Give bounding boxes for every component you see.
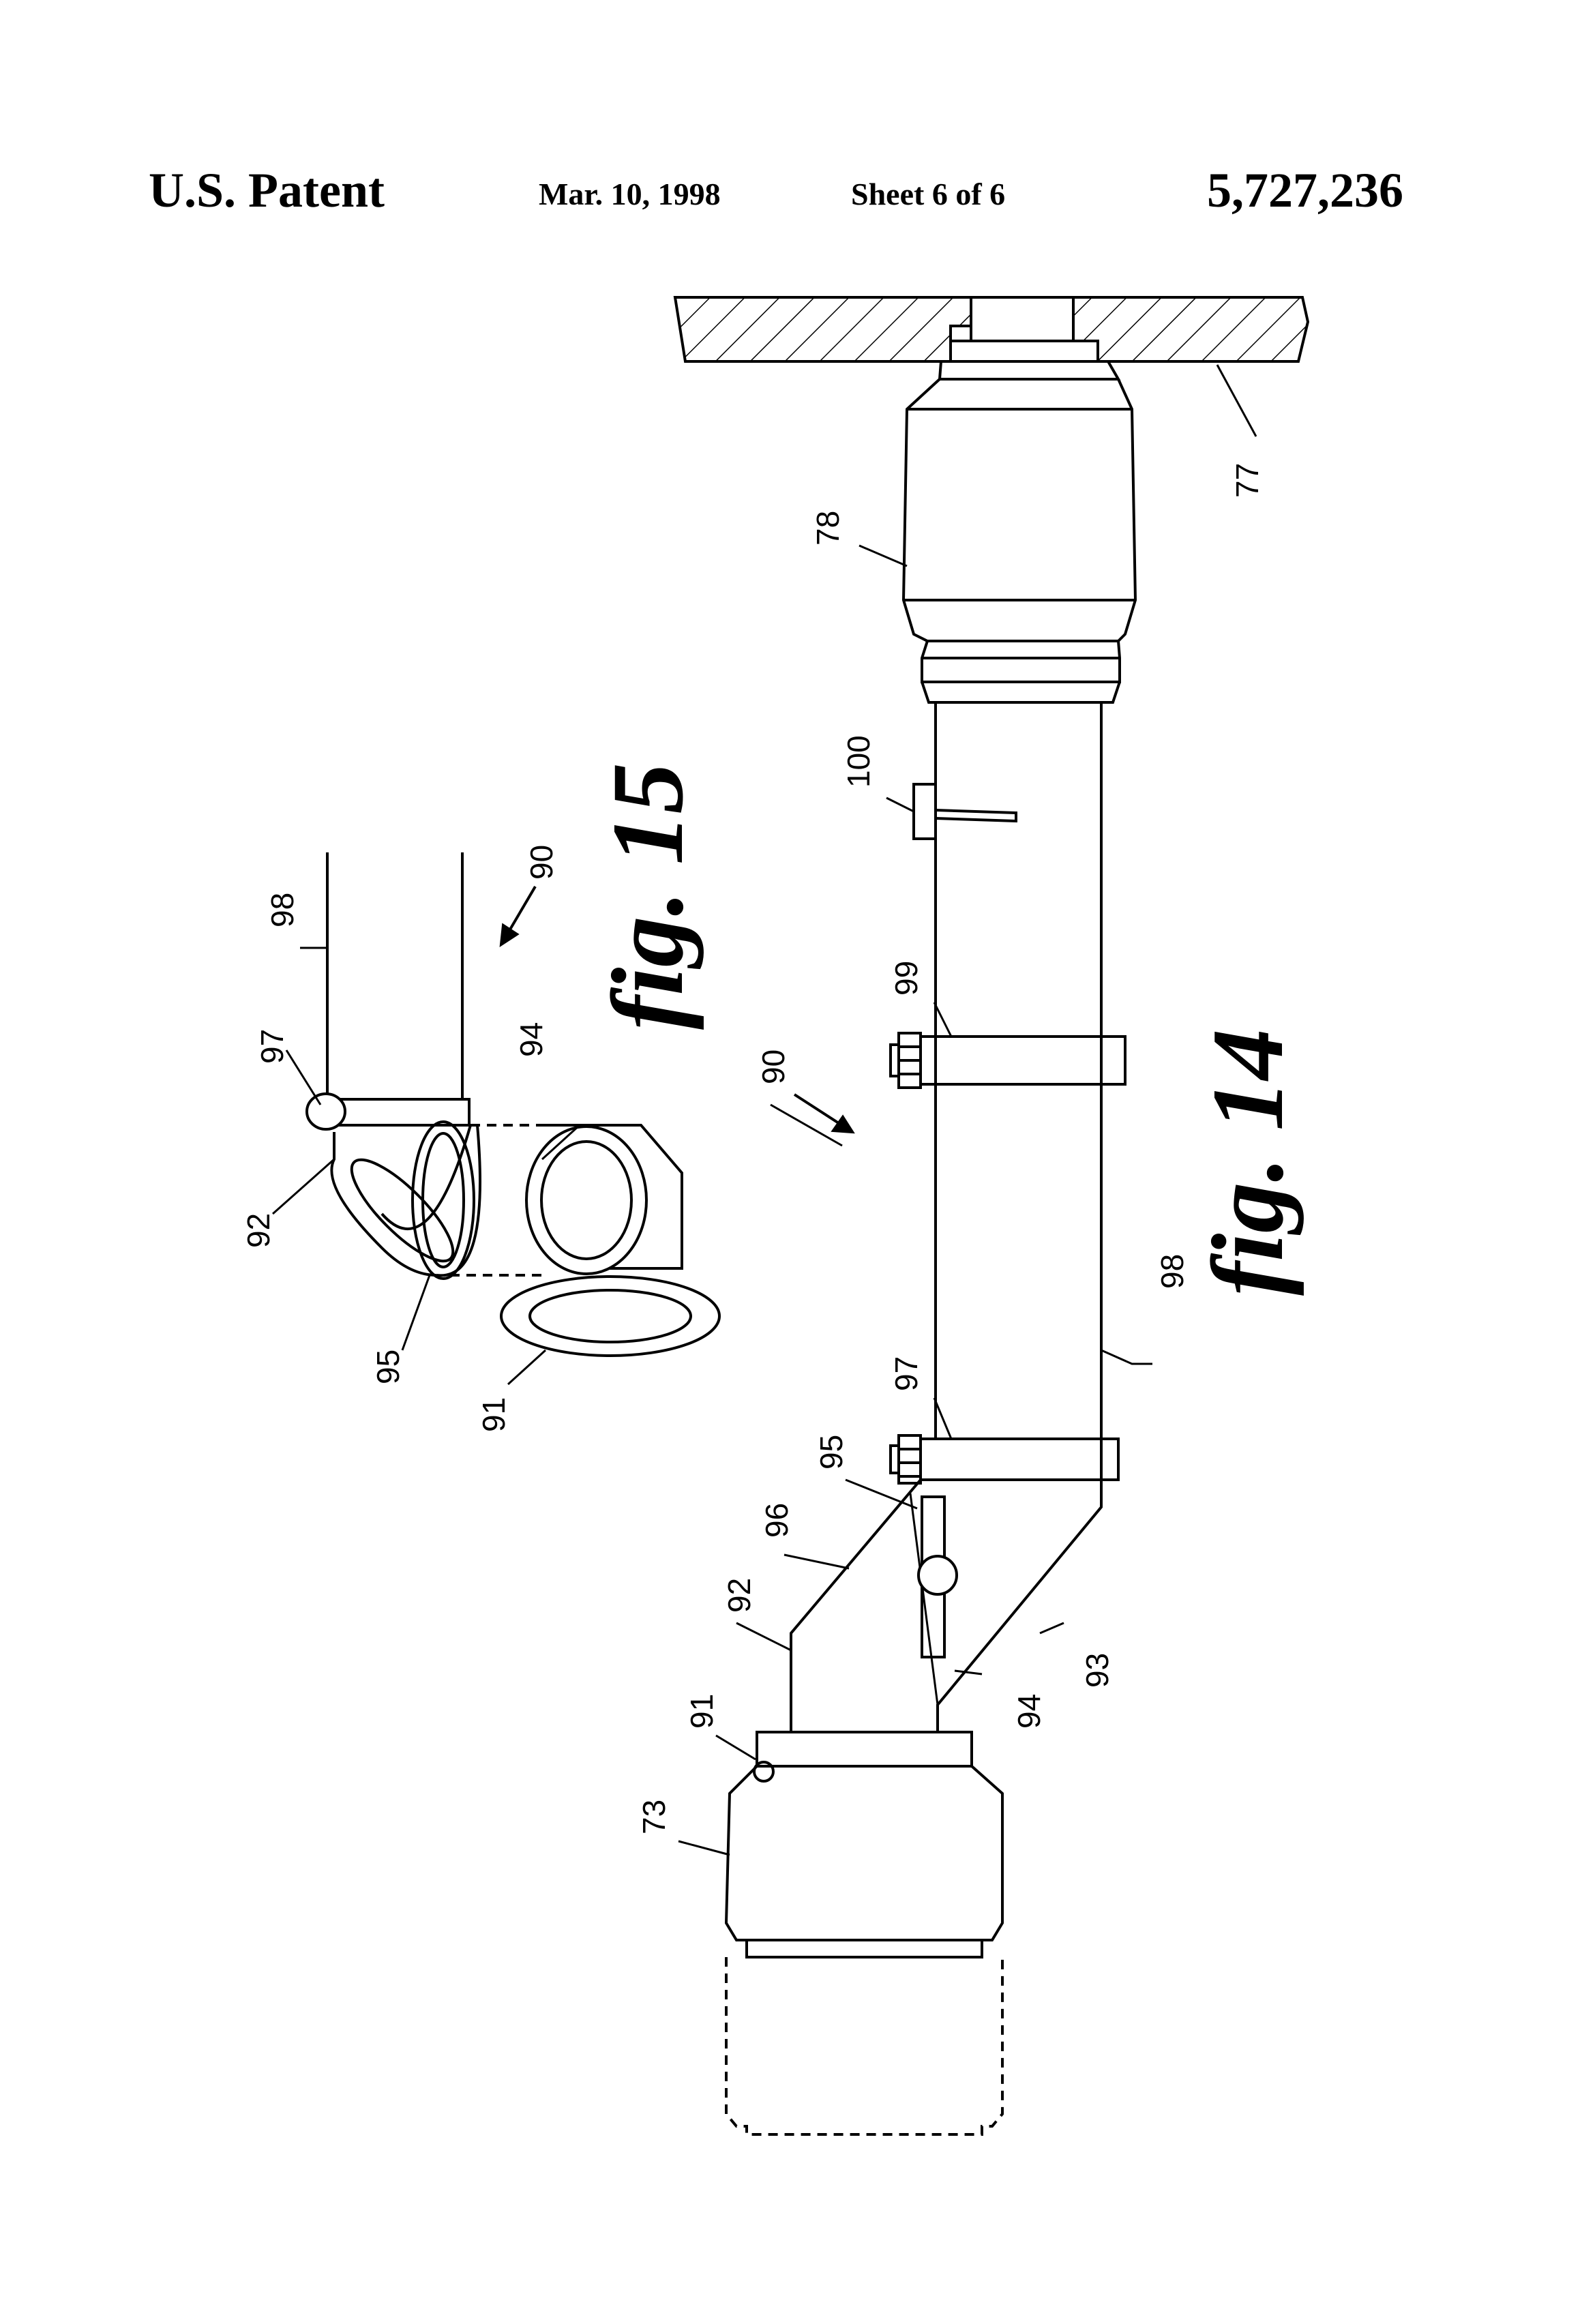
ref-91-fig14: 91 (684, 1694, 719, 1729)
ref-78: 78 (810, 511, 846, 546)
ref-99: 99 (889, 961, 924, 996)
patent-label: U.S. Patent (149, 163, 385, 218)
wall-77 (673, 296, 1310, 363)
ref-90-fig14: 90 (756, 1049, 791, 1084)
element-100 (912, 783, 1017, 840)
arrow-90-fig14 (793, 1093, 855, 1134)
ref-77: 77 (1229, 463, 1265, 498)
figure-label-15: fig. 15 (591, 762, 704, 1030)
elbow-92 (790, 1478, 1103, 1732)
clamp-97 (889, 1434, 1120, 1485)
clamp-99 (889, 1032, 1126, 1089)
ref-97-fig14: 97 (889, 1356, 924, 1391)
patent-date: Mar. 10, 1998 (539, 177, 721, 211)
sheet-number: Sheet 6 of 6 (851, 177, 1006, 211)
pipe-98 (934, 702, 1103, 1500)
leader-lines (272, 364, 1257, 1856)
ref-97-fig15: 97 (254, 1029, 290, 1064)
fitting-78 (901, 326, 1137, 704)
ref-90-fig15: 90 (524, 845, 559, 880)
ref-98-fig15: 98 (265, 893, 300, 927)
arrow-90-fig15 (499, 885, 537, 947)
ref-95-fig15: 95 (370, 1350, 406, 1384)
ref-94-fig14: 94 (1011, 1694, 1047, 1729)
ref-100: 100 (841, 735, 876, 788)
ref-96: 96 (759, 1503, 794, 1538)
ref-73: 73 (636, 1800, 672, 1834)
ref-93: 93 (1079, 1653, 1115, 1688)
ref-92-fig15: 92 (241, 1213, 276, 1248)
collar-91 (753, 1731, 973, 1783)
reference-numerals: 77 78 100 99 90 98 97 95 96 92 93 94 91 … (241, 463, 1265, 1834)
ref-91-fig15: 91 (476, 1397, 511, 1432)
ref-94-fig15: 94 (513, 1022, 549, 1057)
fitting-73 (724, 1765, 1004, 2136)
patent-number: 5,727,236 (1207, 163, 1403, 218)
ref-95-fig14: 95 (814, 1435, 849, 1470)
ref-98-fig14: 98 (1154, 1254, 1190, 1289)
ref-92-fig14: 92 (721, 1578, 757, 1613)
figure-label-14: fig. 14 (1191, 1028, 1304, 1296)
exploded-view-fig15 (305, 852, 721, 1357)
